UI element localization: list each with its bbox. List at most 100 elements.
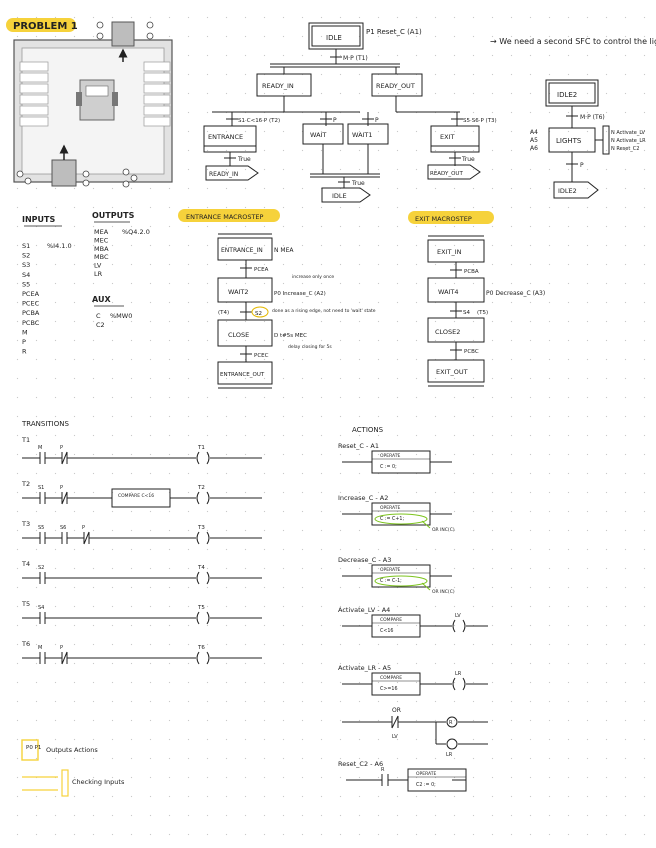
transitions-title: TRANSITIONS <box>21 420 69 428</box>
a5-label: A5 <box>530 137 538 144</box>
block-body: C := C+1; <box>380 516 404 522</box>
activate-lr-action: N Activate_LR <box>611 138 646 144</box>
step-lights-label: LIGHTS <box>556 137 582 145</box>
input-variable: S2 <box>22 252 30 260</box>
aux-address: %MW0 <box>110 312 132 320</box>
t4-label: (T4) <box>218 310 229 316</box>
input-variable: P <box>22 338 26 346</box>
aux-variable: C <box>96 312 101 320</box>
contact-label: R <box>381 767 385 773</box>
rung-title: T2 <box>21 480 30 488</box>
block-body: C<16 <box>380 628 393 634</box>
pcec-label: PCEC <box>254 353 269 359</box>
lights-sfc-labels: IDLE2 M·P (T6) LIGHTS A4 A5 A6 N Activat… <box>530 91 646 195</box>
entrance-out-label: ENTRANCE_OUT <box>220 372 265 378</box>
coil-label: T1 <box>197 445 205 451</box>
outputs-address: %Q4.2.0 <box>122 228 150 236</box>
jump-idle2-arrow <box>553 181 599 199</box>
wait2-note: increase only once <box>292 274 334 280</box>
sensor-icons <box>16 21 154 188</box>
action-label: Increase_C - A2 <box>338 494 388 502</box>
block-title: COMPARE <box>380 675 402 681</box>
main-sfc-labels: IDLE P1 Reset_C (A1) M·P (T1) READY_IN R… <box>208 28 497 200</box>
problem-title-highlight <box>6 18 76 32</box>
exit-macro-title: EXIT MACROSTEP <box>415 215 472 223</box>
step-entrance-macro-bar <box>203 145 257 153</box>
exit-macrostep-labels: EXIT_IN PCBA WAIT4 P0 Decrease_C (A3) S4… <box>435 248 545 376</box>
input-variable: PCBA <box>22 309 40 317</box>
t3-label: S5·S6·P (T3) <box>463 118 497 124</box>
close-label: CLOSE <box>228 331 249 339</box>
contact-label: P <box>60 445 63 451</box>
exit-car-icon <box>111 21 135 47</box>
contact-label: S5 <box>38 525 44 531</box>
outputs-title: OUTPUTS <box>92 211 135 220</box>
contact-label: S2 <box>38 565 44 571</box>
plant-diagram: PROBLEM 1 <box>6 18 173 188</box>
output-variable: LR <box>94 270 103 278</box>
action-label: Reset_C - A1 <box>338 442 379 450</box>
wait4-action: P0 Decrease_C (A3) <box>486 290 545 297</box>
a6-label: A6 <box>530 145 538 152</box>
step-idle2-label: IDLE2 <box>557 91 577 99</box>
contact-label: M <box>38 445 42 451</box>
step-exit-box <box>430 125 480 147</box>
t4-note: done as a rising edge, not need to 'wait… <box>272 308 376 314</box>
rung-title: T4 <box>21 560 30 568</box>
lr-coil-label-b: LR <box>446 752 453 758</box>
compare-block-label: COMPARE C<16 <box>118 493 154 499</box>
contact-label: P <box>82 525 85 531</box>
t1-label: M·P (T1) <box>343 55 368 62</box>
contact-label: S6 <box>60 525 66 531</box>
rung-title: T6 <box>21 640 30 648</box>
coil-label: T6 <box>197 645 205 651</box>
entrance-true-label: True <box>237 156 251 163</box>
t6-label: M·P (T6) <box>580 114 605 121</box>
output-variable: MBA <box>94 245 109 253</box>
coil-label: LR <box>455 671 462 677</box>
reset-c2-action: N Reset_C2 <box>611 146 639 152</box>
jump-ready-out-arrow <box>427 164 481 180</box>
input-variable: S1 <box>22 242 30 250</box>
step-ready-out-box <box>371 73 423 97</box>
contact-label: P <box>60 645 63 651</box>
input-variable: PCEC <box>22 300 40 308</box>
input-variable: M <box>22 328 28 336</box>
block-title: COMPARE <box>380 617 402 623</box>
step-wait-label: WAIT <box>310 131 326 139</box>
legend-outputs-actions: Outputs Actions <box>46 746 98 754</box>
second-sfc-note: → We need a second SFC to control the li… <box>490 37 656 46</box>
contact-label: P <box>60 485 63 491</box>
exit-macro-title-highlight <box>408 211 494 224</box>
lights-p-label: P <box>580 162 584 169</box>
jump-idle-arrow <box>321 187 371 203</box>
jump-idle2-label: IDLE2 <box>558 187 577 195</box>
rung-title: T1 <box>21 436 30 444</box>
s2-label: S2 <box>255 311 262 317</box>
pcba-label: PCBA <box>464 269 479 275</box>
aux-list: AUX %MW0 CC2 <box>92 295 132 329</box>
s4-label: S4 <box>463 310 470 316</box>
jump-idle-label: IDLE <box>332 192 347 200</box>
entrance-macro-title-highlight <box>178 209 280 222</box>
inputs-list: INPUTS %I4.1.0 S1S2S3S4S5PCEAPCECPCBAPCB… <box>22 215 72 356</box>
rung-title: T5 <box>21 600 30 608</box>
block-title: OPERATE <box>416 771 437 777</box>
action-label: Activate_LV - A4 <box>338 606 390 614</box>
step-idle-box <box>311 25 361 47</box>
pcea-label: PCEA <box>254 267 269 273</box>
or-label: OR <box>392 707 401 714</box>
actions-title: ACTIONS <box>352 426 384 434</box>
input-variable: PCEA <box>22 290 40 298</box>
entrance-macro-title: ENTRANCE MACROSTEP <box>186 213 264 221</box>
inputs-title: INPUTS <box>22 215 55 224</box>
jump-ready-in-label: READY_IN <box>209 171 238 178</box>
